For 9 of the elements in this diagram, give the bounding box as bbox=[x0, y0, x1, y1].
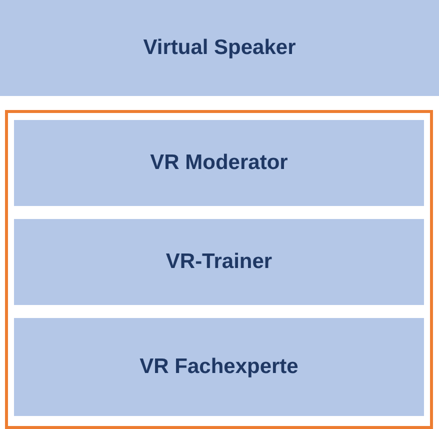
label-box bbox=[14, 120, 424, 206]
box-title: VR Fachexperte bbox=[140, 355, 298, 379]
label-box bbox=[14, 219, 424, 305]
label-box bbox=[14, 318, 424, 416]
box-title: VR Moderator bbox=[150, 151, 288, 175]
label-box bbox=[0, 0, 439, 96]
box-title: Virtual Speaker bbox=[143, 36, 296, 60]
group-frame bbox=[5, 110, 433, 429]
box-title: VR-Trainer bbox=[166, 250, 272, 274]
